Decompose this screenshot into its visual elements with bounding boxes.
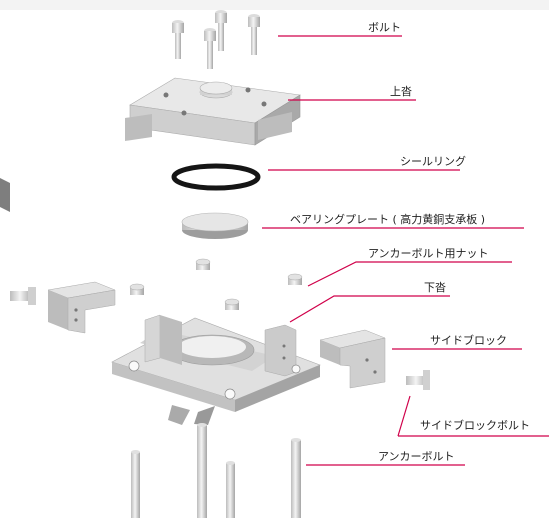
anchor-nuts [129,258,303,310]
partial-bolt-left [10,287,36,305]
side-block-bolt-part [406,370,430,390]
anchor-bolts [131,423,301,518]
label-side-block: サイドブロック [430,334,507,347]
label-anchor-nut: アンカーボルト用ナット [368,247,489,260]
side-block-left-part [47,281,116,334]
label-anchor-bolt: アンカーボルト [378,450,455,463]
bearing-plate-part [181,212,249,239]
label-bolt: ボルト [368,21,401,34]
leader-lines [262,35,549,466]
side-block-right-part [319,329,386,389]
label-upper-shoe: 上沓 [390,85,412,98]
label-lower-shoe: 下沓 [424,281,446,294]
label-side-block-bolt: サイドブロックボルト [420,419,530,432]
label-seal-ring: シールリング [400,155,466,168]
seal-ring-part [171,163,261,191]
lower-shoe-part [111,314,321,425]
partial-part-left [0,178,10,212]
label-bearing-plate: ベアリングプレート ( 高力黄銅支承板 ) [290,213,486,226]
upper-shoe-part [125,77,301,146]
top-band [0,0,549,10]
top-bolts [172,10,260,69]
